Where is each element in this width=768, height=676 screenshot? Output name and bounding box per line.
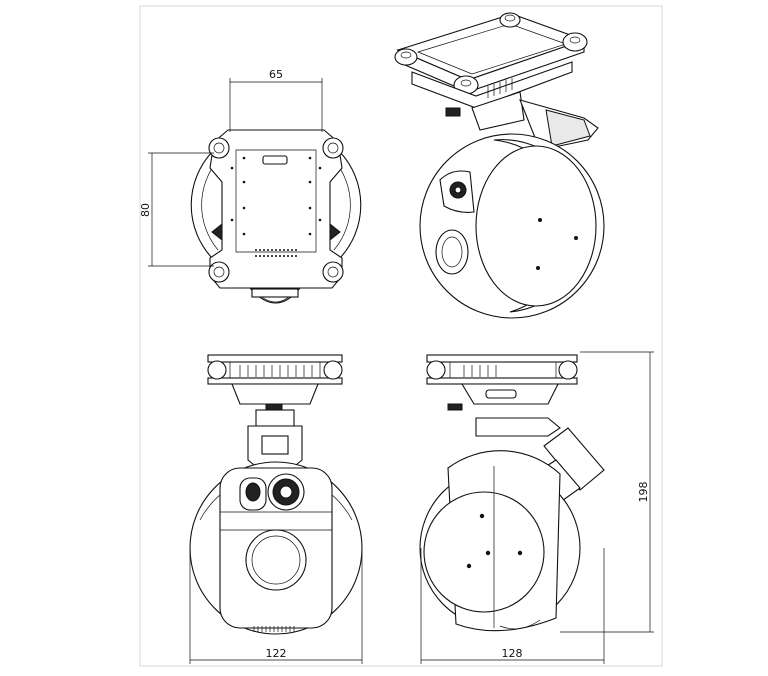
dimension-top-height: 80: [139, 203, 152, 217]
side-view: 128 198: [419, 351, 654, 664]
isometric-view: [394, 12, 605, 319]
dimension-side-width: 128: [502, 647, 523, 660]
connector-pins: [255, 249, 297, 257]
front-view: 122: [189, 354, 363, 664]
dimension-side-height: 198: [637, 482, 650, 503]
top-view: 65 80: [139, 68, 362, 304]
drawing-frame: [139, 5, 663, 667]
dimension-front-width: 122: [266, 647, 287, 660]
dimension-top-width: 65: [269, 68, 283, 81]
